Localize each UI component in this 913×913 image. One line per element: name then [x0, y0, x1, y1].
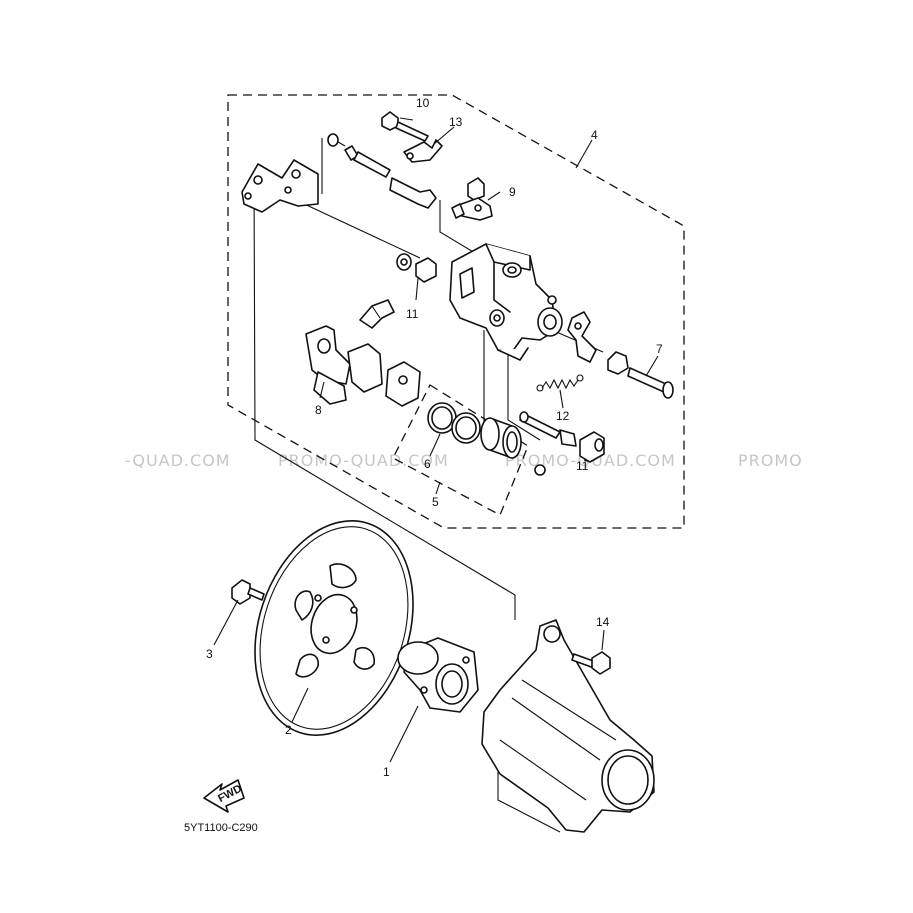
- callout-13: 13: [449, 115, 463, 129]
- callout-11-upper: 11: [406, 307, 419, 321]
- caliper-assembly-outline: [227, 94, 685, 529]
- bolt-10: [381, 111, 429, 142]
- retaining-clip-13: [403, 139, 443, 163]
- brake-pads-8: [305, 325, 421, 407]
- callouts: 1 2 3 4 5 6 7 8 9 10 11 11 12 13 14: [206, 96, 663, 779]
- callout-8: 8: [315, 403, 322, 417]
- callout-6: 6: [424, 457, 431, 471]
- bleed-screw-9: [451, 177, 493, 221]
- watermark-text: -QUAD.COM: [125, 451, 231, 470]
- callout-7: 7: [656, 342, 663, 356]
- callout-2: 2: [285, 723, 292, 737]
- drawing-code: 5YT1100-C290: [184, 822, 258, 834]
- caliper-bracket: [241, 159, 319, 213]
- callout-3: 3: [206, 647, 213, 661]
- pad-spring: [359, 299, 395, 329]
- callout-11-lower: 11: [576, 459, 589, 473]
- bolt-14: [571, 651, 611, 675]
- callout-1: 1: [383, 765, 390, 779]
- fwd-arrow-icon: FWD: [203, 779, 245, 813]
- callout-12: 12: [556, 409, 570, 423]
- slide-pin: [327, 133, 437, 209]
- brake-disc-2: [254, 520, 414, 736]
- callout-4: 4: [591, 128, 598, 142]
- slide-pin-lower: [519, 411, 605, 463]
- caliper-body: [449, 243, 563, 361]
- axle-housing: [481, 619, 655, 833]
- callout-14: 14: [596, 615, 610, 629]
- bolt-3: [231, 579, 265, 605]
- watermark-text: PROMO: [738, 451, 803, 470]
- watermark-text: PROMO-QUAD.COM: [278, 451, 449, 470]
- pad-retainer: [567, 311, 597, 363]
- sleeve-11-upper: [396, 253, 437, 283]
- bolt-7: [607, 351, 674, 399]
- leader-lines: [213, 117, 659, 763]
- spring-12: [536, 374, 584, 392]
- callout-10: 10: [416, 96, 430, 110]
- callout-9: 9: [509, 185, 516, 199]
- disc-hub-1: [397, 637, 479, 713]
- callout-5: 5: [432, 495, 439, 509]
- piston-seals-6: [427, 402, 481, 444]
- piston: [480, 417, 546, 476]
- watermark: -QUAD.COM PROMO-QUAD.COM PROMO-QUAD.COM …: [125, 451, 803, 470]
